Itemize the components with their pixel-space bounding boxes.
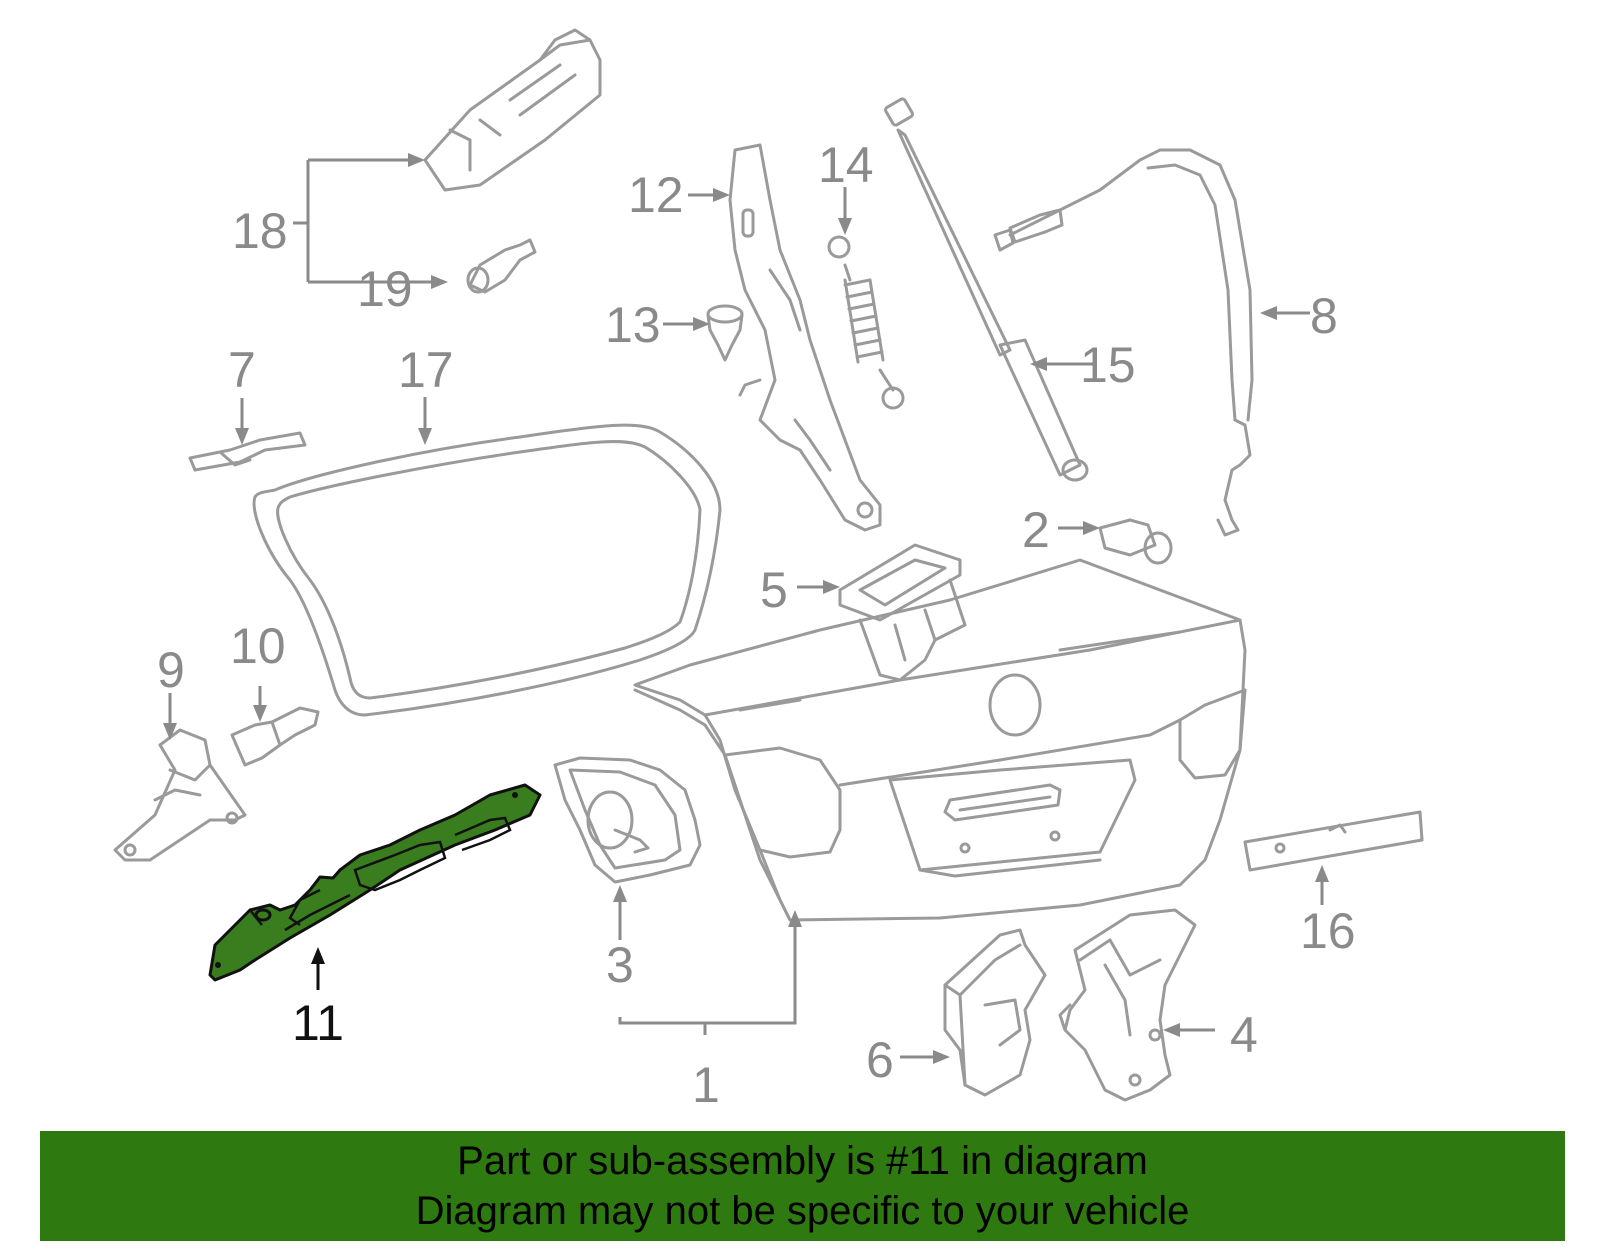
part-8-release-cable [993, 148, 1254, 537]
part-6-cover [943, 928, 1047, 1097]
part-3-tail-lamp [553, 756, 702, 884]
callout-lines [163, 153, 1329, 1064]
part-9-striker [113, 728, 247, 862]
label-11: 11 [292, 995, 344, 1051]
label-19: 19 [357, 261, 413, 317]
part-17-weatherstrip [252, 423, 722, 717]
part-12-hinge [728, 143, 882, 532]
label-18: 18 [232, 203, 288, 259]
label-14: 14 [818, 137, 874, 193]
part-13-clip [706, 304, 744, 362]
label-5: 5 [760, 562, 788, 618]
label-4: 4 [1230, 1007, 1258, 1063]
banner-line-1: Part or sub-assembly is #11 in diagram [457, 1139, 1148, 1183]
label-3: 3 [606, 937, 634, 993]
label-16: 16 [1300, 903, 1356, 959]
part-16-molding [1243, 810, 1424, 872]
label-8: 8 [1310, 288, 1338, 344]
part-14-spring [827, 235, 905, 410]
part-18-license-lamp [423, 28, 602, 192]
label-10: 10 [230, 618, 286, 674]
part-15-gas-strut [884, 97, 1089, 482]
label-15: 15 [1080, 337, 1136, 393]
label-6: 6 [866, 1032, 894, 1088]
label-2: 2 [1022, 502, 1050, 558]
part-2-switch [1098, 518, 1173, 565]
part-1-trunk-lid [633, 558, 1247, 922]
label-1: 1 [692, 1057, 720, 1113]
label-12: 12 [628, 167, 684, 223]
part-19-bulb [466, 238, 537, 294]
part-10-bumper [230, 706, 320, 767]
info-banner: Part or sub-assembly is #11 in diagram D… [40, 1131, 1565, 1241]
part-11-handle-garnish [208, 783, 542, 982]
label-17: 17 [398, 342, 454, 398]
part-5-handle-housing [838, 543, 967, 682]
part-7-bracket [188, 431, 307, 472]
label-13: 13 [605, 297, 661, 353]
banner-line-2: Diagram may not be specific to your vehi… [415, 1189, 1190, 1233]
part-4-lock [1058, 908, 1197, 1102]
label-9: 9 [157, 642, 185, 698]
label-7: 7 [228, 342, 256, 398]
